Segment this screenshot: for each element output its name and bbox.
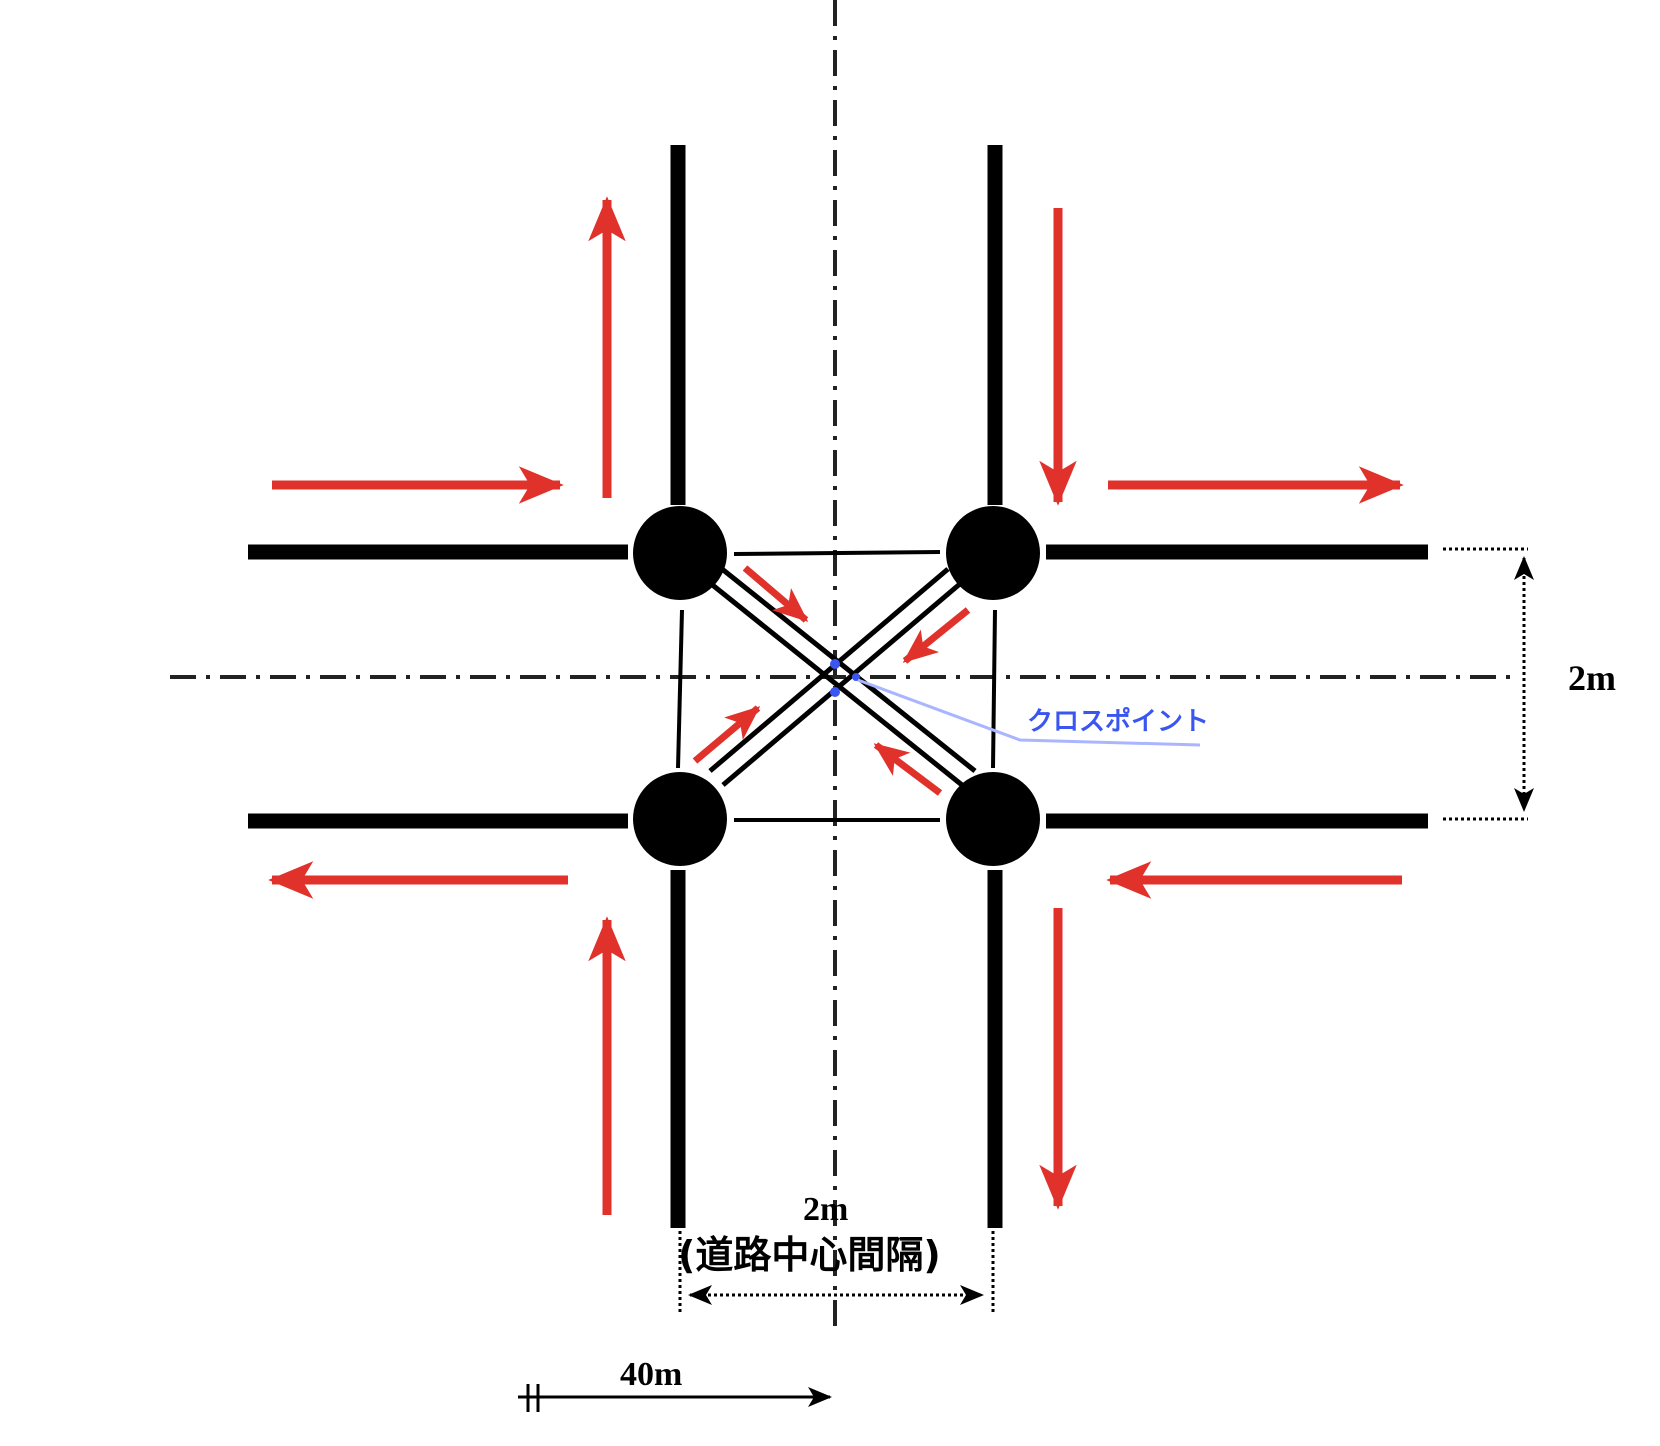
inner-flow-arrows — [692, 565, 971, 796]
link-left — [676, 609, 684, 769]
nodes — [633, 506, 1040, 866]
inner-arrow-top-left — [742, 565, 809, 623]
flow-arrows — [268, 196, 1404, 1215]
horizontal-dimension — [678, 1225, 995, 1312]
diag-b-2 — [721, 581, 963, 787]
diag-b-1 — [708, 567, 950, 773]
diag-a-2 — [720, 567, 977, 773]
distance-label: 40m — [620, 1356, 682, 1393]
distance-dimension — [518, 1384, 832, 1412]
node-top-right — [946, 506, 1040, 600]
crosspoint-leader-line — [857, 678, 1201, 747]
roads — [248, 145, 1428, 1228]
vertical-dimension — [1443, 547, 1534, 821]
horizontal-gap-label: 2m — [803, 1191, 848, 1228]
inner-arrow-top-right — [902, 607, 971, 664]
crosspoint-label: クロスポイント — [1027, 706, 1209, 737]
node-bottom-left — [633, 772, 727, 866]
horizontal-gap-note: (道路中心間隔) — [678, 1233, 941, 1277]
link-top — [733, 550, 941, 556]
inner-arrow-bottom-left — [692, 705, 761, 764]
node-links — [676, 550, 997, 822]
crosspoint-dot-upper — [830, 659, 840, 669]
inner-arrow-bottom-right — [873, 742, 943, 796]
vertical-gap-label: 2m — [1568, 658, 1616, 698]
crosspoint-dot-lower — [830, 687, 840, 697]
node-top-left — [633, 506, 727, 600]
crosspoint-dot-right — [852, 673, 860, 681]
diag-a-1 — [708, 581, 964, 787]
crosspoint-markers — [830, 659, 1201, 747]
link-right — [991, 609, 997, 769]
node-bottom-right — [946, 772, 1040, 866]
